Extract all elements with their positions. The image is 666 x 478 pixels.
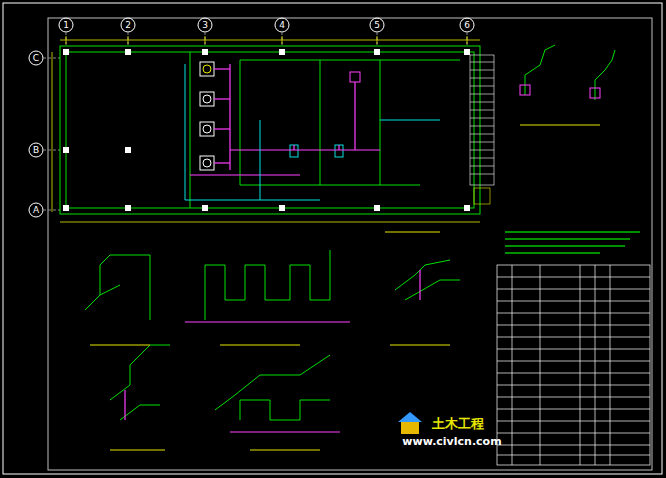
dimension-lines bbox=[52, 36, 480, 222]
equipment bbox=[200, 62, 360, 170]
pipes bbox=[190, 64, 380, 175]
title-underlines bbox=[90, 232, 450, 450]
grid-number: 6 bbox=[464, 21, 470, 30]
grid-letter: C bbox=[33, 54, 39, 63]
system-diagrams bbox=[85, 250, 460, 420]
grid-number: 1 bbox=[63, 21, 69, 30]
walls bbox=[60, 46, 480, 214]
watermark-url: www.civlcn.com bbox=[402, 436, 501, 447]
grid-number: 3 bbox=[202, 21, 208, 30]
grid-letter: B bbox=[33, 146, 39, 155]
equipment-table bbox=[497, 265, 650, 465]
inner-border bbox=[48, 18, 652, 470]
details bbox=[520, 45, 615, 125]
grid-lines bbox=[43, 32, 467, 210]
stair bbox=[470, 55, 494, 204]
system-pipes bbox=[125, 270, 420, 432]
pipes-cold bbox=[185, 64, 440, 200]
grid-number: 5 bbox=[374, 21, 380, 30]
watermark-text: 土木工程 bbox=[432, 417, 484, 430]
notes bbox=[505, 232, 640, 253]
grid-letter: A bbox=[33, 206, 39, 215]
grid-bubbles bbox=[29, 18, 474, 217]
grid-number: 2 bbox=[125, 21, 131, 30]
grid-number: 4 bbox=[279, 21, 285, 30]
columns bbox=[63, 49, 470, 211]
watermark-icon bbox=[398, 412, 422, 434]
sheet-border bbox=[3, 3, 662, 474]
